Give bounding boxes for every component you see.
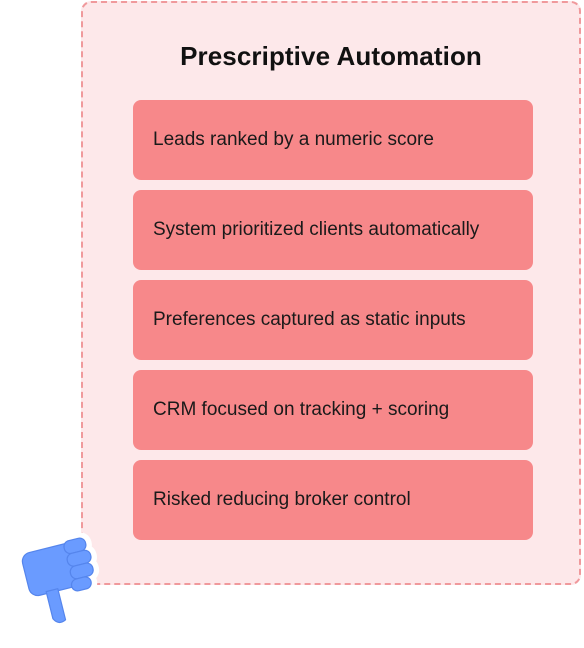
item-card-3: Preferences captured as static inputs [133, 280, 533, 360]
item-card-label: Preferences captured as static inputs [153, 309, 466, 330]
panel-title: Prescriptive Automation [180, 41, 482, 71]
item-card-4: CRM focused on tracking + scoring [133, 370, 533, 450]
item-card-1: Leads ranked by a numeric score [133, 100, 533, 180]
prescriptive-automation-panel: Prescriptive Automation Leads ranked by … [81, 1, 581, 585]
item-card-2: System prioritized clients automatically [133, 190, 533, 270]
item-card-5: Risked reducing broker control [133, 460, 533, 540]
item-card-label: Risked reducing broker control [153, 489, 411, 510]
thumbs-down-icon [16, 532, 100, 629]
item-card-label: CRM focused on tracking + scoring [153, 399, 450, 420]
item-card-label: System prioritized clients automatically [153, 219, 480, 240]
item-card-label: Leads ranked by a numeric score [153, 129, 434, 150]
